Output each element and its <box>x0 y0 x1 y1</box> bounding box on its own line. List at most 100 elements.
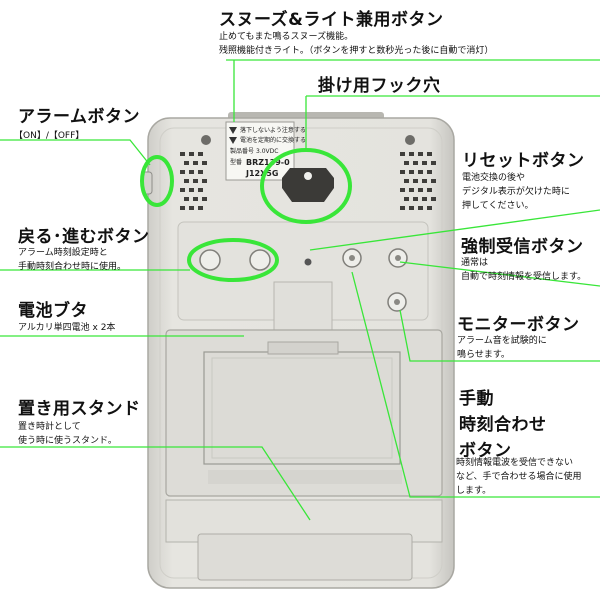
grille-hole <box>184 179 189 183</box>
grille-hole <box>180 170 185 174</box>
manual-time-desc: 時刻情報電波を受信できない など、手で合わせる場合に使用 します。 <box>456 457 582 499</box>
forward-button[interactable] <box>249 249 271 271</box>
sticker-rating-value: 3.0VDC <box>256 148 278 155</box>
grille-hole <box>431 197 436 201</box>
grille-hole <box>189 206 194 210</box>
stand-desc: 置き時計として 使う時に使うスタンド。 <box>18 421 117 449</box>
reset-title: リセットボタン <box>462 151 585 171</box>
leader-stand <box>0 446 311 521</box>
grille-hole <box>431 161 436 165</box>
grille-hole <box>180 152 185 156</box>
grille-hole <box>418 206 423 210</box>
leader-reset <box>309 209 600 251</box>
hook-title: 掛け用フック穴 <box>318 76 441 96</box>
grille-hole <box>418 152 423 156</box>
hook-keyhole <box>282 168 334 202</box>
force-receive-desc: 通常は 自動で時刻情報を受信します。 <box>461 257 586 285</box>
grille-hole <box>198 188 203 192</box>
grille-hole <box>198 170 203 174</box>
reset-desc-line: 電池交換の後や <box>462 173 526 183</box>
alarm-title: アラームボタン <box>18 107 140 127</box>
grille-hole <box>427 152 432 156</box>
grille-hole <box>184 197 189 201</box>
sticker-code: J12X5G <box>245 169 278 178</box>
grille-hole <box>404 161 409 165</box>
grille-hole <box>427 206 432 210</box>
grille-hole <box>193 179 198 183</box>
speaker-grille <box>180 152 436 210</box>
alarm-desc: 【ON】/【OFF】 <box>14 131 85 141</box>
grille-hole <box>431 179 436 183</box>
leader-monitor <box>399 309 600 362</box>
grille-hole <box>202 161 207 165</box>
grille-hole <box>189 170 194 174</box>
stand-desc-line: 置き時計として <box>18 422 81 432</box>
grille-hole <box>427 188 432 192</box>
manual-time-desc-line: します。 <box>456 485 492 496</box>
manual-time-title-line: 手動 <box>459 389 494 409</box>
grille-hole <box>409 188 414 192</box>
back-forward-title: 戻る･進むボタン <box>18 227 150 247</box>
grille-hole <box>404 197 409 201</box>
grille-hole <box>427 170 432 174</box>
snooze-desc: 止めてもまた鳴るスヌーズ機能。 残照機能付きライト。（ボタンを押すと数秒光った後… <box>219 31 493 59</box>
reset-desc: 電池交換の後や デジタル表示が欠けた時に 押してください。 <box>462 172 570 214</box>
leader-manual <box>351 271 600 498</box>
back-button[interactable] <box>199 249 221 271</box>
sticker-line2: 電池を定期的に交換する <box>240 136 306 144</box>
grille-hole <box>202 197 207 201</box>
grille-hole <box>180 188 185 192</box>
leader-force <box>399 261 600 287</box>
grille-hole <box>413 161 418 165</box>
back-forward-desc: アラーム時刻設定時と 手動時刻合わせ時に使用。 <box>18 247 126 275</box>
grille-hole <box>180 206 185 210</box>
battery-cover[interactable] <box>203 351 401 465</box>
manual-time-desc-line: 時刻情報電波を受信できない <box>456 458 574 468</box>
manual-time-title-line: ボタン <box>459 441 512 461</box>
reset-desc-line: デジタル表示が欠けた時に <box>462 186 570 197</box>
sticker-model-value: BRZ139-0 <box>246 158 290 167</box>
monitor-desc-line: 鳴らせます。 <box>457 349 510 360</box>
sticker-rating-label: 製品番号 <box>230 147 254 155</box>
grille-hole <box>400 152 405 156</box>
grille-hole <box>400 188 405 192</box>
grille-hole <box>193 197 198 201</box>
leader-alarm <box>0 139 151 166</box>
grille-hole <box>413 197 418 201</box>
manual-time-title-line: 時刻合わせ <box>459 415 547 435</box>
grille-hole <box>409 170 414 174</box>
grille-hole <box>413 179 418 183</box>
manual-time-title: 手動 時刻合わせ ボタン <box>459 386 547 464</box>
grille-hole <box>198 152 203 156</box>
battery-cover-desc: アルカリ単四電池 x 2本 <box>18 323 116 333</box>
reset-button[interactable] <box>304 258 312 266</box>
grille-hole <box>418 170 423 174</box>
monitor-title: モニターボタン <box>457 315 580 335</box>
sticker-model-label: 型番 <box>230 158 242 166</box>
grille-hole <box>198 206 203 210</box>
grille-hole <box>418 188 423 192</box>
grille-hole <box>202 179 207 183</box>
grille-hole <box>189 152 194 156</box>
grille-hole <box>404 179 409 183</box>
monitor-desc-line: アラーム音を試験的に <box>457 336 547 346</box>
highlight-alarm <box>140 155 174 207</box>
product-sticker <box>225 121 295 181</box>
snooze-desc-line: 残照機能付きライト。（ボタンを押すと数秒光った後に自動で消灯） <box>219 45 494 56</box>
grille-hole <box>400 206 405 210</box>
grille-hole <box>189 188 194 192</box>
snooze-desc-line: 止めてもまた鳴るスヌーズ機能。 <box>219 32 354 42</box>
sticker-line1: 落下しないよう注意する <box>240 126 306 134</box>
highlight-back-forward <box>187 238 279 282</box>
screw <box>405 135 415 145</box>
grille-hole <box>184 161 189 165</box>
battery-cover-title: 電池ブタ <box>18 301 88 321</box>
monitor-desc: アラーム音を試験的に 鳴らせます。 <box>457 335 547 363</box>
grille-hole <box>422 197 427 201</box>
stand-hinge <box>273 281 333 333</box>
back-forward-desc-line: 手動時刻合わせ時に使用。 <box>18 261 127 272</box>
stand-title: 置き用スタンド <box>18 399 141 419</box>
grille-hole <box>409 206 414 210</box>
force-receive-desc-line: 自動で時刻情報を受信します。 <box>461 271 587 282</box>
grille-hole <box>193 161 198 165</box>
